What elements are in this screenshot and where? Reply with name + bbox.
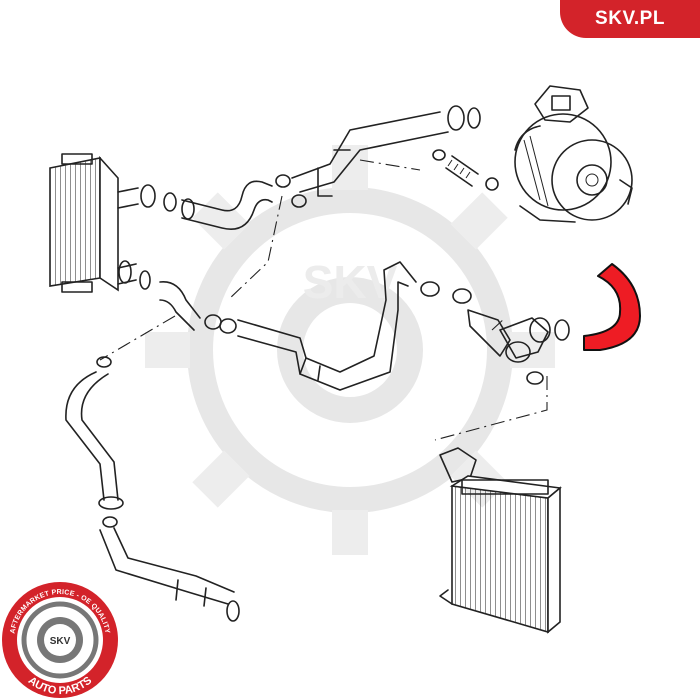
upper-hose-assembly [140, 105, 481, 230]
intercooler-upper-left [49, 153, 139, 293]
leader-lines [99, 159, 548, 441]
seal-center-text: SKV [50, 636, 71, 647]
brand-label: SKV.PL [595, 8, 665, 29]
watermark-gear: SKV [145, 145, 555, 555]
skv-seal-logo: AFTERMARKET PRICE - OE QUALITY AUTO PART… [2, 582, 118, 698]
brand-tab[interactable]: SKV.PL [560, 0, 700, 38]
pipe-flange-assembly [420, 281, 570, 385]
watermark-text: SKV [303, 256, 398, 308]
turbocharger [514, 85, 633, 223]
highlighted-intercooler-hose [583, 263, 641, 351]
lower-left-pipe [65, 356, 240, 622]
intercooler-lower-right [439, 447, 562, 634]
turbo-hose-small [432, 149, 499, 191]
middle-left-pipe [118, 260, 417, 391]
